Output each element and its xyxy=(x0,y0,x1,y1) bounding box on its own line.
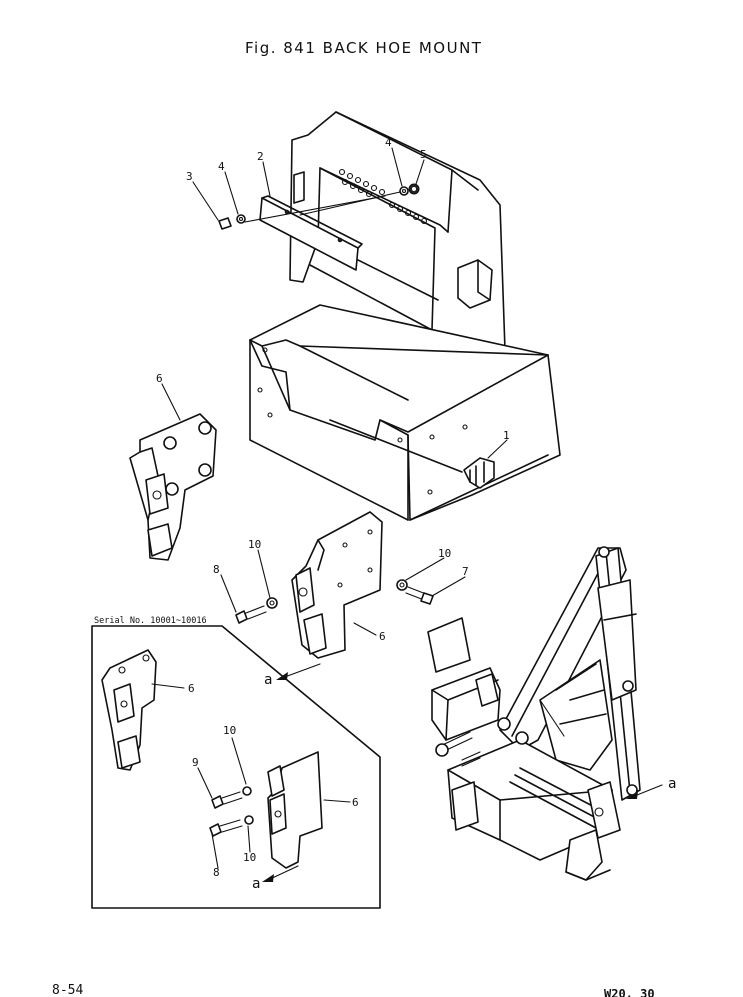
arrow-head xyxy=(626,791,638,799)
page-number: 8-54 xyxy=(52,983,83,997)
callout-8: 8 xyxy=(213,563,220,576)
figure-title: Fig. 841 BACK HOE MOUNT xyxy=(245,39,482,57)
plate-part-2 xyxy=(259,195,363,271)
bolt-part-7-main xyxy=(396,579,434,605)
bolt-hole-row xyxy=(338,168,428,225)
nut-part-5 xyxy=(399,183,420,196)
callout-4: 4 xyxy=(385,136,392,149)
leader-line xyxy=(299,191,401,216)
callout-6: 6 xyxy=(156,372,163,385)
callout-3: 3 xyxy=(186,170,193,183)
clip-part-1 xyxy=(463,457,495,489)
callout-6: 6 xyxy=(188,682,195,695)
serial-range-note: Serial No. 10001~10016 xyxy=(94,616,207,626)
callout-a: a xyxy=(252,876,260,892)
callout-leaders xyxy=(151,147,508,869)
callout-8: 8 xyxy=(213,866,220,879)
callout-10: 10 xyxy=(223,724,236,737)
callout-5: 5 xyxy=(420,148,427,161)
callout-10: 10 xyxy=(438,547,451,560)
rear-frame-box xyxy=(249,304,561,521)
model-code: W20, 30 xyxy=(604,987,655,997)
callout-a: a xyxy=(264,672,272,688)
callout-a: a xyxy=(668,776,676,792)
bracket-part-6-main xyxy=(291,511,383,659)
callout-2: 2 xyxy=(257,150,264,163)
callout-6: 6 xyxy=(352,796,359,809)
bolt-part-8-main xyxy=(235,597,278,624)
callout-10: 10 xyxy=(243,851,256,864)
bracket-part-6-left xyxy=(129,413,217,561)
callout-1: 1 xyxy=(503,429,510,442)
callout-4: 4 xyxy=(218,160,225,173)
callout-7: 7 xyxy=(462,565,469,578)
callout-labels: 1 2 3 4 4 5 6 6 6 6 7 8 8 9 10 10 10 10 … xyxy=(156,136,676,892)
bolt-part-3 xyxy=(218,214,246,230)
serial-inset-panel xyxy=(91,625,381,909)
callout-6: 6 xyxy=(379,630,386,643)
callout-10: 10 xyxy=(248,538,261,551)
callout-9: 9 xyxy=(192,756,199,769)
backhoe-assembly xyxy=(427,546,641,881)
fender-frame xyxy=(289,111,506,366)
direction-arrow-a xyxy=(281,663,321,679)
